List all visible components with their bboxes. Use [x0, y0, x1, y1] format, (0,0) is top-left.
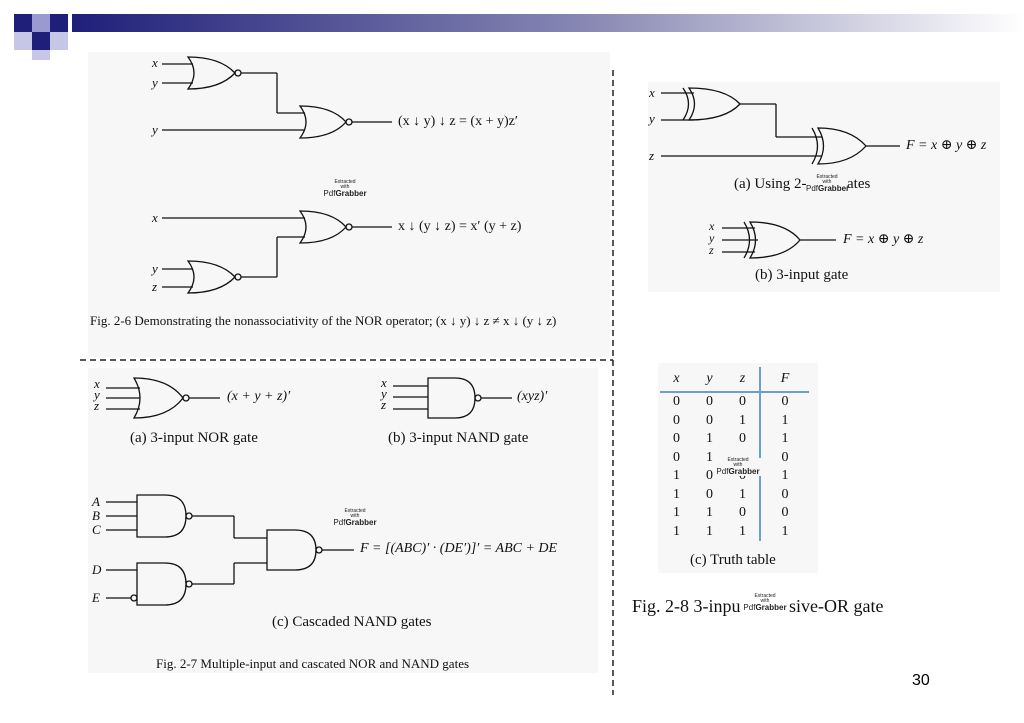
- cascade-input-a: A: [92, 494, 100, 509]
- fig28b-output: F = x ⊕ y ⊕ z: [843, 232, 924, 247]
- fig26-top-y-label: y: [152, 75, 158, 90]
- fig26-bottom-y-label: y: [152, 261, 158, 276]
- fig27-cascade-caption: (c) Cascaded NAND gates: [272, 614, 432, 630]
- fig26-panel: [88, 52, 610, 357]
- truth-table-caption: (c) Truth table: [690, 552, 776, 568]
- fig26-top-x-label: x: [152, 55, 158, 70]
- fig27-nand-caption: (b) 3-input NAND gate: [388, 430, 529, 446]
- fig28-ab-panel: [648, 82, 1000, 292]
- fig27-nor-output: (x + y + z)′: [227, 389, 291, 404]
- fig28a-input-x: x: [649, 85, 655, 100]
- title-banner: [14, 14, 1024, 60]
- fig28a-input-z: z: [649, 148, 655, 163]
- cascade-input-d: D: [92, 562, 102, 577]
- fig28b-inputs: x y z: [709, 220, 714, 256]
- cascade-input-e: E: [92, 590, 100, 605]
- fig27-caption: Fig. 2-7 Multiple-input and cascated NOR…: [156, 656, 470, 671]
- fig28b-caption: (b) 3-input gate: [755, 267, 849, 283]
- fig28-caption-right: sive-OR gate: [789, 596, 884, 616]
- nand-input-y: y: [381, 386, 387, 401]
- nand-input-z: z: [381, 397, 387, 412]
- fig27-panel: [88, 368, 598, 673]
- fig27-nand-inputs: x y z: [381, 375, 387, 412]
- fig26-bottom-output: x ↓ (y ↓ z) = x′ (y + z): [398, 219, 522, 234]
- fig28b-input-x: x: [709, 219, 715, 233]
- fig28a-output: F = x ⊕ y ⊕ z: [906, 138, 987, 153]
- fig28b-input-z: z: [709, 243, 714, 257]
- nor-input-x: x: [94, 376, 100, 391]
- fig27-nand-output: (xyz)′: [517, 389, 548, 404]
- fig28a-caption-right: ates: [847, 176, 871, 192]
- fig28b-input-y: y: [709, 231, 715, 245]
- nand-input-x: x: [381, 375, 387, 390]
- fig27-cascade-output: F = [(ABC)′ · (DE′)]′ = ABC + DE: [360, 541, 558, 556]
- page-number: 30: [912, 672, 930, 689]
- fig26-bottom-x-label: x: [152, 210, 158, 225]
- fig28-caption-left: Fig. 2-8 3-inpu: [632, 596, 741, 616]
- header-z: z: [726, 367, 760, 393]
- header-f: F: [759, 367, 809, 393]
- fig27-nor-caption: (a) 3-input NOR gate: [130, 430, 258, 446]
- fig26-top-output: (x ↓ y) ↓ z = (x + y)z′: [398, 114, 518, 129]
- fig26-bottom-z-label: z: [152, 279, 158, 294]
- nor-input-z: z: [94, 398, 100, 413]
- truth-table-header: x y z F: [660, 367, 809, 393]
- nor-input-y: y: [94, 387, 100, 402]
- cascade-input-b: B: [92, 508, 100, 523]
- fig27-nor-inputs: x y z: [94, 376, 100, 413]
- fig26-top-z-label: y: [152, 122, 158, 137]
- header-y: y: [693, 367, 726, 393]
- fig28a-caption-left: (a) Using 2-: [734, 176, 807, 192]
- cascade-input-c: C: [92, 522, 101, 537]
- fig28a-input-y: y: [649, 111, 655, 126]
- fig26-caption: Fig. 2-6 Demonstrating the nonassociativ…: [90, 313, 557, 328]
- header-x: x: [660, 367, 693, 393]
